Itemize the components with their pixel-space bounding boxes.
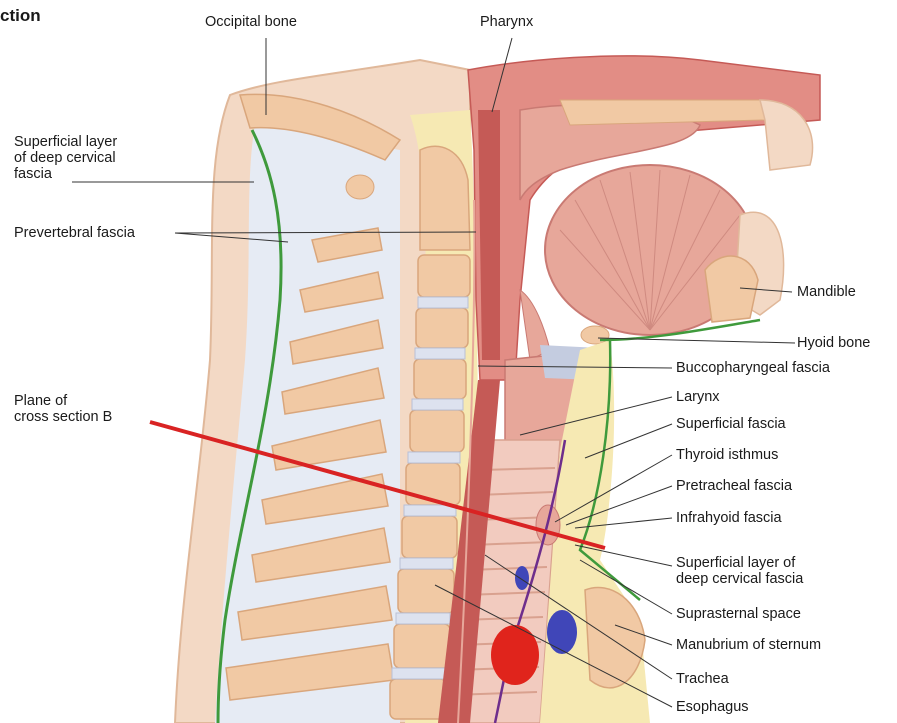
small-vein xyxy=(515,566,529,590)
label-hyoid-bone: Hyoid bone xyxy=(797,335,870,351)
label-pharynx: Pharynx xyxy=(480,14,533,30)
label-pretracheal-fascia: Pretracheal fascia xyxy=(676,478,792,494)
label-suprasternal-space: Suprasternal space xyxy=(676,606,801,622)
brachiocephalic-vein xyxy=(547,610,577,654)
label-plane-of-cross-section: Plane of cross section B xyxy=(14,393,112,425)
label-superficial-layer-deep-cervical-fascia-top: Superficial layer of deep cervical fasci… xyxy=(14,134,117,182)
label-occipital-bone: Occipital bone xyxy=(205,14,297,30)
label-thyroid-isthmus: Thyroid isthmus xyxy=(676,447,778,463)
label-superficial-layer-deep-cervical-fascia-bottom: Superficial layer of deep cervical fasci… xyxy=(676,555,803,587)
label-mandible: Mandible xyxy=(797,284,856,300)
hard-palate xyxy=(560,100,765,125)
label-esophagus: Esophagus xyxy=(676,699,749,715)
label-prevertebral-fascia: Prevertebral fascia xyxy=(14,225,135,241)
label-buccopharyngeal-fascia: Buccopharyngeal fascia xyxy=(676,360,830,376)
label-manubrium-of-sternum: Manubrium of sternum xyxy=(676,637,821,653)
brachiocephalic-artery xyxy=(491,625,539,685)
label-trachea: Trachea xyxy=(676,671,729,687)
label-superficial-fascia: Superficial fascia xyxy=(676,416,786,432)
label-larynx: Larynx xyxy=(676,389,720,405)
label-infrahyoid-fascia: Infrahyoid fascia xyxy=(676,510,782,526)
hyoid-bone xyxy=(581,326,609,344)
posterior-arch-atlas xyxy=(346,175,374,199)
